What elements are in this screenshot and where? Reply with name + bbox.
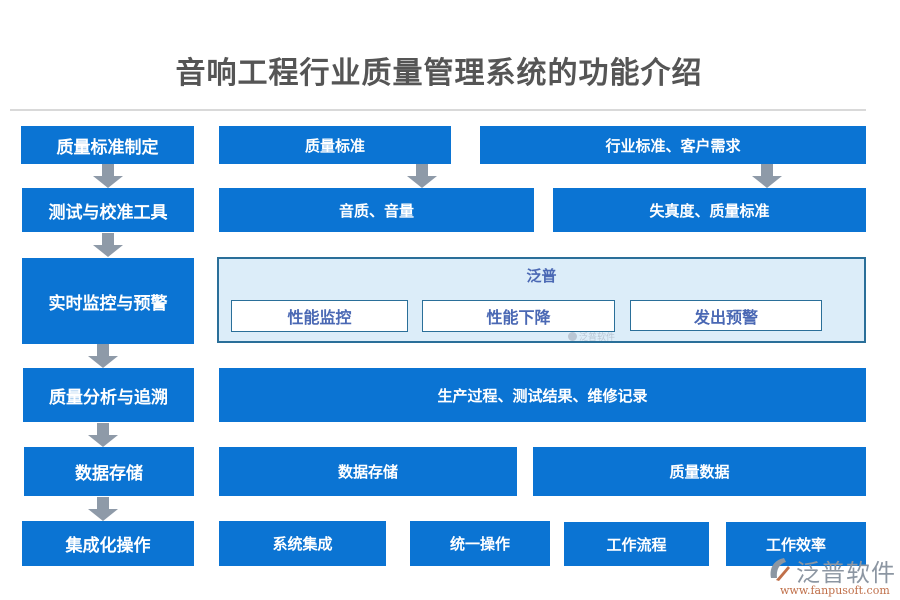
logo-name: 泛普软件 bbox=[796, 559, 896, 587]
item-issue-alert: 发出预警 bbox=[630, 300, 822, 331]
logo-url: www.fanpusoft.com bbox=[780, 584, 890, 597]
watermark: 泛普软件 bbox=[568, 330, 615, 343]
arrow-down-icon bbox=[88, 344, 118, 368]
step-quality-analysis-traceability: 质量分析与追溯 bbox=[23, 368, 194, 422]
item-workflow: 工作流程 bbox=[564, 522, 709, 566]
step-integrated-operation: 集成化操作 bbox=[22, 521, 194, 566]
brand-logo: 泛普软件 www.fanpusoft.com bbox=[766, 553, 896, 598]
item-unified-operation: 统一操作 bbox=[410, 521, 550, 566]
logo-mark-icon bbox=[770, 558, 790, 581]
item-industry-customer-needs: 行业标准、客户需求 bbox=[480, 126, 866, 164]
arrow-down-icon bbox=[88, 497, 118, 521]
item-quality-standard: 质量标准 bbox=[219, 126, 451, 164]
arrow-down-icon bbox=[752, 164, 782, 188]
item-performance-monitoring: 性能监控 bbox=[231, 300, 408, 332]
item-work-efficiency: 工作效率 bbox=[726, 522, 866, 566]
step-testing-calibration-tools: 测试与校准工具 bbox=[22, 188, 194, 232]
item-sound-quality-volume: 音质、音量 bbox=[219, 188, 534, 232]
step-data-storage: 数据存储 bbox=[24, 447, 194, 496]
watermark-text: 泛普软件 bbox=[579, 333, 616, 343]
step-quality-standard-setting: 质量标准制定 bbox=[21, 126, 194, 164]
arrow-down-icon bbox=[93, 233, 123, 257]
item-data-storage: 数据存储 bbox=[219, 447, 517, 496]
arrow-down-icon bbox=[93, 164, 123, 188]
logo-mark-icon bbox=[568, 332, 577, 341]
item-quality-data: 质量数据 bbox=[533, 447, 866, 496]
item-production-test-repair-records: 生产过程、测试结果、维修记录 bbox=[219, 368, 866, 422]
item-distortion-quality-standard: 失真度、质量标准 bbox=[553, 188, 866, 232]
item-performance-degradation: 性能下降 bbox=[422, 300, 615, 332]
arrow-down-icon bbox=[407, 164, 437, 188]
title-divider bbox=[10, 109, 866, 111]
item-system-integration: 系统集成 bbox=[219, 521, 386, 566]
panel-title: 泛普 bbox=[526, 267, 557, 285]
page-title: 音响工程行业质量管理系统的功能介绍 bbox=[175, 56, 703, 91]
step-realtime-monitoring-alerts: 实时监控与预警 bbox=[22, 258, 194, 344]
arrow-down-icon bbox=[88, 423, 118, 447]
